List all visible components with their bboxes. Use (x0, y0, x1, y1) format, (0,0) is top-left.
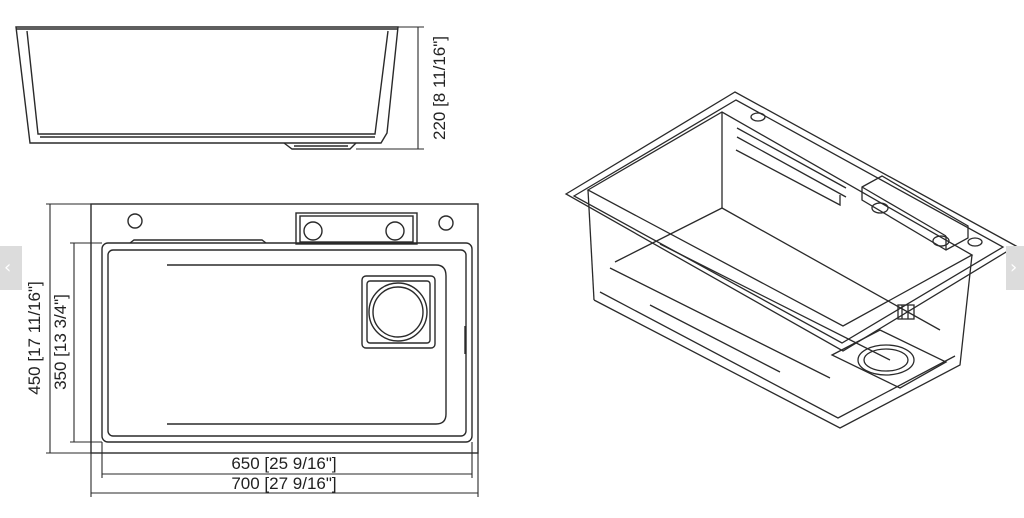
top-plan-view (90, 203, 479, 454)
isometric-view (564, 91, 1018, 429)
side-elevation-view (15, 26, 399, 150)
height-dimension-label: 220 [8 11/16"] (430, 36, 449, 140)
inner-depth-dimension-label: 350 [13 3/4"] (51, 294, 70, 390)
next-image-button[interactable]: › (1006, 246, 1024, 290)
inner-width-dimension-label: 650 [25 9/16"] (231, 454, 336, 473)
outer-depth-dimension-label: 450 [17 11/16"] (25, 281, 44, 394)
height-dimension-line (356, 26, 424, 150)
chevron-left-icon: ‹ (4, 257, 12, 278)
chevron-right-icon: › (1010, 257, 1018, 278)
previous-image-button[interactable]: ‹ (0, 246, 22, 290)
width-dimension-lines (90, 442, 479, 497)
outer-width-dimension-label: 700 [27 9/16"] (231, 474, 336, 493)
depth-dimension-lines (46, 203, 102, 454)
